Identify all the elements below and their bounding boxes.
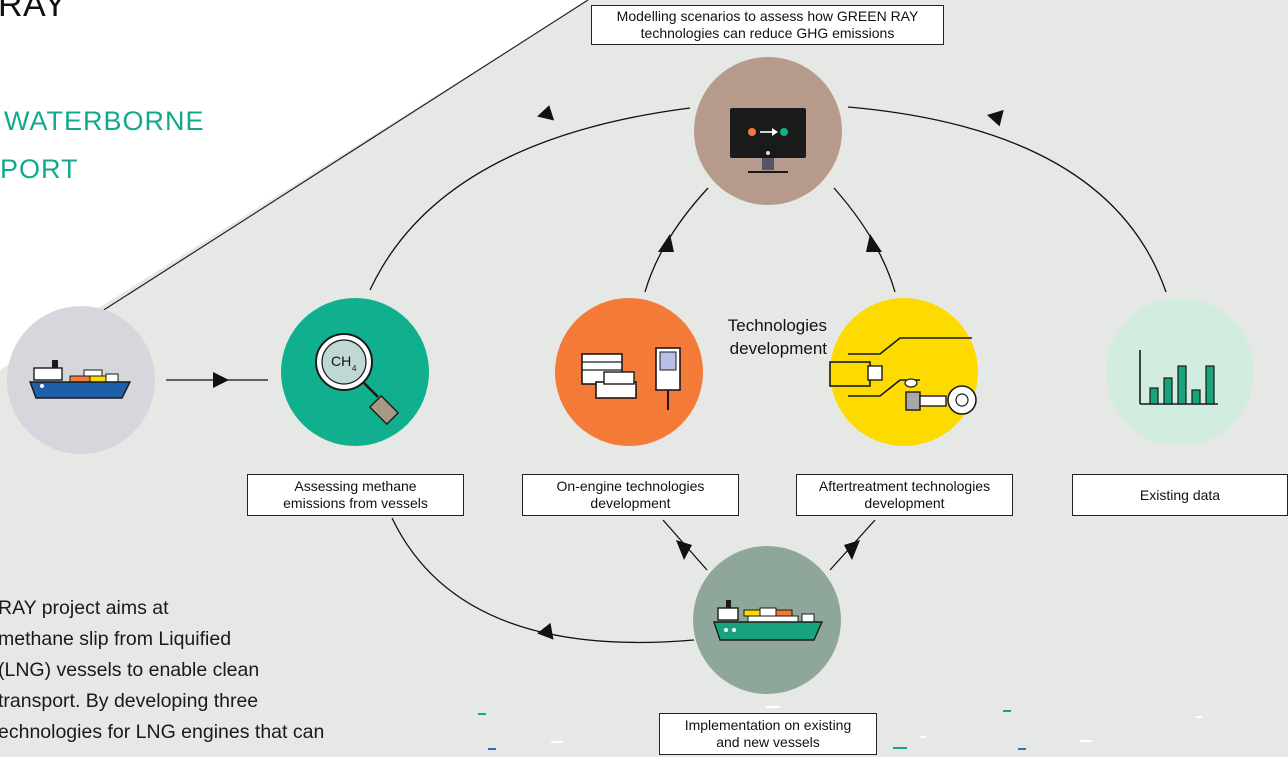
center-label-line-1: Technologies <box>727 316 827 335</box>
assessing-label-box: Assessing methane emissions from vessels <box>247 474 464 516</box>
decorative-dash <box>1196 716 1202 718</box>
panel-edge-line <box>9 0 589 371</box>
arrowhead-onengine-to-implementation <box>676 540 692 560</box>
decorative-dash <box>478 713 486 715</box>
catalyst-icon <box>829 337 977 415</box>
decorative-dash <box>1018 748 1026 750</box>
implementation-label-box: Implementation on existing and new vesse… <box>659 713 877 755</box>
decorative-dash <box>551 741 563 743</box>
arrowhead-modelling-to-onengine <box>658 234 674 252</box>
existing-data-label: Existing data <box>1139 486 1221 503</box>
arrowhead-data-to-modelling <box>986 109 1004 127</box>
decorative-dash <box>893 747 907 749</box>
paragraph-line: transport. By developing three <box>0 690 259 712</box>
subtitle-line-1: WATERBORNE <box>4 106 205 136</box>
decorative-dash <box>766 706 780 708</box>
decorative-dash <box>1080 740 1092 742</box>
connector-data-to-modelling <box>847 106 1167 293</box>
arrowhead-modelling-to-aftertreatment <box>866 234 882 252</box>
ship-icon <box>28 360 132 399</box>
technologies-development-label: Technologies development <box>700 314 827 360</box>
connector-implementation-to-assessing <box>391 517 695 644</box>
assessing-label-line-1: Assessing methane <box>294 478 417 494</box>
paragraph-line: echnologies for LNG engines that can <box>0 721 325 743</box>
decorative-dash <box>920 736 926 738</box>
aftertreatment-label-box: Aftertreatment technologies development <box>796 474 1013 516</box>
decorative-dash <box>1003 710 1011 712</box>
arrowhead-assessing-to-modelling <box>537 105 555 121</box>
paragraph-line: methane slip from Liquified <box>0 628 232 650</box>
ship-icon <box>713 600 824 641</box>
ch4-subscript: 4 <box>352 364 357 373</box>
paragraph-line: (LNG) vessels to enable clean <box>0 659 260 681</box>
bar-chart-icon <box>1139 350 1218 405</box>
subtitle-line-2: PORT <box>0 154 79 184</box>
modelling-label-line-2: technologies can reduce GHG emissions <box>640 25 895 41</box>
magnifier-ch4-icon: CH 4 <box>315 333 400 426</box>
implementation-label-line-1: Implementation on existing <box>684 717 852 733</box>
center-label-line-2: development <box>729 339 827 358</box>
paragraph-line: RAY project aims at <box>0 597 169 619</box>
arrowhead-vessel-to-assessing <box>213 372 229 388</box>
page-title-fragment: RAY <box>0 0 67 24</box>
modelling-label-line-1: Modelling scenarios to assess how GREEN … <box>616 8 919 24</box>
onengine-label-box: On-engine technologies development <box>522 474 739 516</box>
arrowhead-implementation-to-assessing <box>537 622 554 640</box>
ch4-formula: CH <box>331 353 351 369</box>
aftertreatment-node <box>830 298 978 446</box>
modelling-label-box: Modelling scenarios to assess how GREEN … <box>591 5 944 45</box>
existing-data-label-box: Existing data <box>1072 474 1288 516</box>
aftertreatment-label-line-2: development <box>864 495 945 511</box>
onengine-label-line-1: On-engine technologies <box>556 478 705 494</box>
connector-assessing-to-modelling <box>369 107 691 291</box>
arrowhead-aftertreatment-to-implementation <box>844 540 860 560</box>
onengine-label-line-2: development <box>590 495 671 511</box>
assessing-label-line-2: emissions from vessels <box>283 495 428 511</box>
engine-icon <box>581 347 681 410</box>
decorative-dash <box>488 748 496 750</box>
monitor-icon <box>730 108 806 173</box>
implementation-label-line-2: and new vessels <box>716 734 820 750</box>
aftertreatment-label-line-1: Aftertreatment technologies <box>818 478 991 494</box>
